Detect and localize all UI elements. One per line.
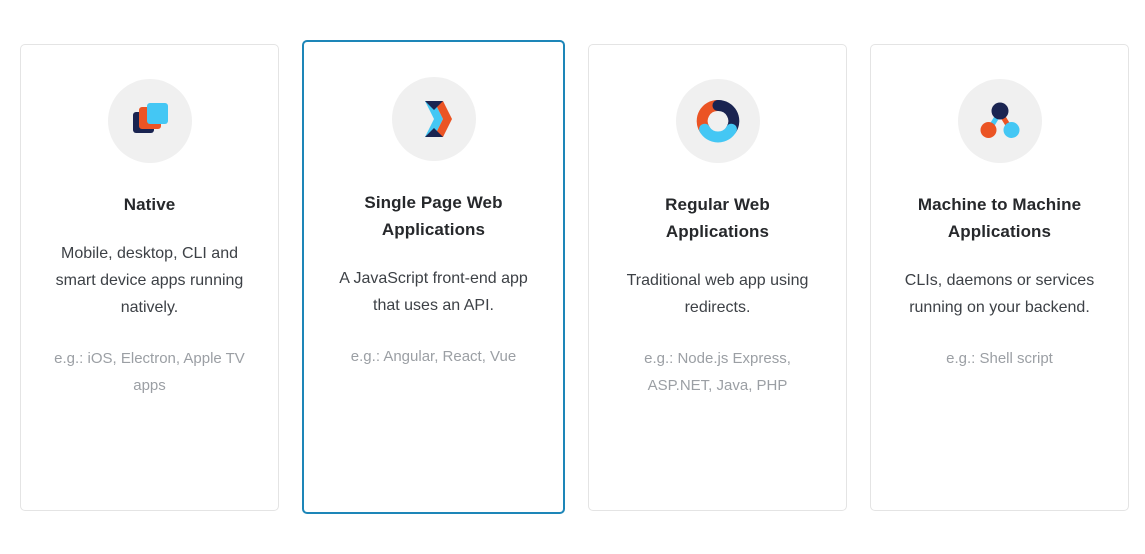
card-title: Machine to Machine Applications (917, 194, 1082, 241)
icon-circle (391, 77, 476, 161)
application-type-card-regular-web-applications[interactable]: Regular Web Applications Traditional web… (588, 43, 847, 511)
icon-circle (957, 78, 1042, 163)
card-description: Mobile, desktop, CLI and smart device ap… (55, 244, 244, 316)
card-title: Native (123, 194, 176, 214)
card-examples: e.g.: iOS, Electron, Apple TV apps (54, 349, 245, 394)
application-type-card-machine-to-machine-applications[interactable]: Machine to Machine Applications CLIs, da… (870, 43, 1129, 511)
donut-chart-icon (695, 98, 741, 144)
card-description: Traditional web app using redirects. (626, 271, 809, 316)
card-title: Regular Web Applications (665, 194, 770, 241)
card-title: Single Page Web Applications (364, 193, 503, 239)
icon-circle (675, 78, 760, 163)
card-description: A JavaScript front-end app that uses an … (339, 270, 528, 314)
card-examples: e.g.: Shell script (946, 349, 1053, 367)
card-examples: e.g.: Node.js Express, ASP.NET, Java, PH… (644, 349, 791, 394)
stacked-squares-icon (128, 99, 172, 143)
application-type-card-native[interactable]: Native Mobile, desktop, CLI and smart de… (20, 43, 279, 511)
application-type-card-single-page-web-applications[interactable]: Single Page Web Applications A JavaScrip… (302, 40, 565, 514)
node-graph-icon (978, 100, 1022, 142)
hexagon-chevrons-icon (412, 97, 456, 141)
icon-circle (107, 78, 192, 163)
card-examples: e.g.: Angular, React, Vue (350, 348, 517, 365)
card-description: CLIs, daemons or services running on you… (904, 271, 1095, 316)
